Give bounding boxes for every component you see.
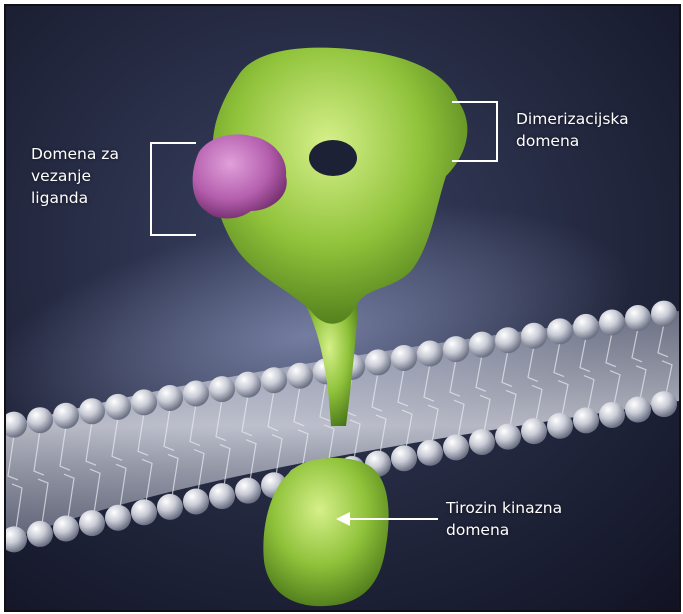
lipid-head xyxy=(469,332,495,358)
lipid-head xyxy=(625,397,651,423)
lipid-head xyxy=(521,323,547,349)
lipid-head xyxy=(547,318,573,344)
lipid-head xyxy=(573,314,599,340)
lipid-head xyxy=(417,341,443,367)
figure-frame: Domena za vezanje liganda Dimerizacijska… xyxy=(4,4,681,612)
lipid-head xyxy=(365,349,391,375)
lipid-head xyxy=(209,376,235,402)
lipid-head xyxy=(105,394,131,420)
lipid-head xyxy=(53,403,79,429)
lipid-head xyxy=(79,510,105,536)
lipid-head xyxy=(573,407,599,433)
lipid-head xyxy=(105,505,131,531)
label-ligand-binding-domain: Domena za vezanje liganda xyxy=(31,143,119,209)
lipid-head xyxy=(131,499,157,525)
lipid-head xyxy=(651,391,677,417)
lipid-head xyxy=(417,440,443,466)
lipid-head xyxy=(287,363,313,389)
lipid-head xyxy=(209,483,235,509)
lipid-head xyxy=(391,345,417,371)
lipid-head xyxy=(183,488,209,514)
lipid-head xyxy=(235,372,261,398)
lipid-head xyxy=(495,327,521,353)
lipid-head xyxy=(79,398,105,424)
lipid-head xyxy=(131,389,157,415)
lipid-head xyxy=(651,301,677,327)
lipid-head xyxy=(521,418,547,444)
lipid-head xyxy=(183,381,209,407)
lipid-head xyxy=(599,402,625,428)
lipid-head xyxy=(599,309,625,335)
lipid-head xyxy=(53,516,79,542)
lipid-head xyxy=(391,445,417,471)
label-dimerization-domain: Dimerizacijska domena xyxy=(516,108,629,152)
lipid-head xyxy=(27,521,53,547)
lipid-head xyxy=(443,434,469,460)
lipid-head xyxy=(235,478,261,504)
lipid-head xyxy=(469,429,495,455)
lipid-head xyxy=(261,367,287,393)
lipid-head xyxy=(625,305,651,331)
lipid-head xyxy=(547,413,573,439)
lipid-head xyxy=(495,424,521,450)
label-tyrosine-kinase-domain: Tirozin kinazna domena xyxy=(446,497,562,541)
lipid-head xyxy=(27,407,53,433)
dimerization-pocket xyxy=(309,140,357,176)
lipid-head xyxy=(157,385,183,411)
lipid-head xyxy=(443,336,469,362)
lipid-head xyxy=(157,494,183,520)
receptor-illustration xyxy=(6,6,679,610)
